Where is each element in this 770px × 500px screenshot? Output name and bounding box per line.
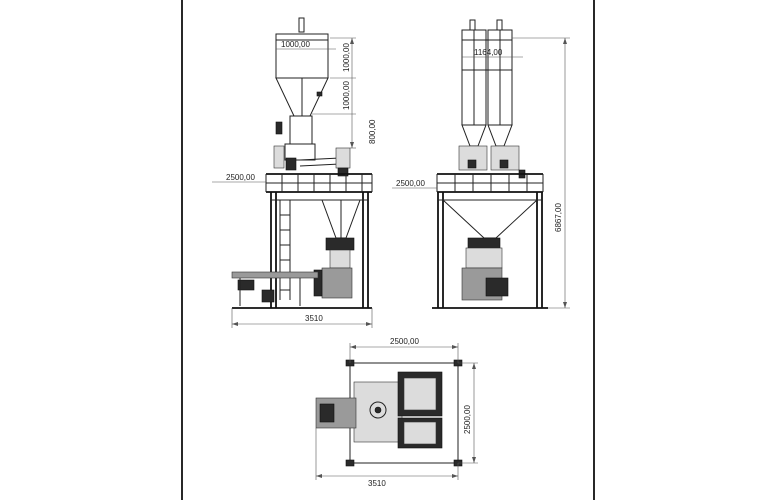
dimension-arrows	[232, 38, 567, 478]
dimension-lines	[212, 37, 570, 480]
dim-front-height: 6867,00	[554, 203, 563, 232]
dim-side-hopper-width: 1000,00	[281, 40, 310, 49]
dim-front-platform: 2500,00	[396, 179, 425, 188]
dim-plan-bottom: 3510	[368, 479, 386, 488]
side-view	[231, 17, 373, 309]
dim-plan-top: 2500,00	[390, 337, 419, 346]
dimension-labels: 1000,00 1000,00 1000,00 800,00 2500,00 3…	[226, 40, 563, 488]
dim-plan-right: 2500,00	[463, 405, 472, 434]
front-view	[432, 19, 548, 309]
dim-front-hopper-width: 1164,00	[474, 48, 503, 57]
sheet-frame	[181, 0, 595, 500]
dim-side-h2: 1000,00	[342, 81, 351, 110]
dim-side-platform: 2500,00	[226, 173, 255, 182]
dim-side-h1: 1000,00	[342, 43, 351, 72]
dim-side-base: 3510	[305, 314, 323, 323]
dim-side-h3: 800,00	[368, 119, 377, 144]
plan-view	[315, 359, 463, 467]
